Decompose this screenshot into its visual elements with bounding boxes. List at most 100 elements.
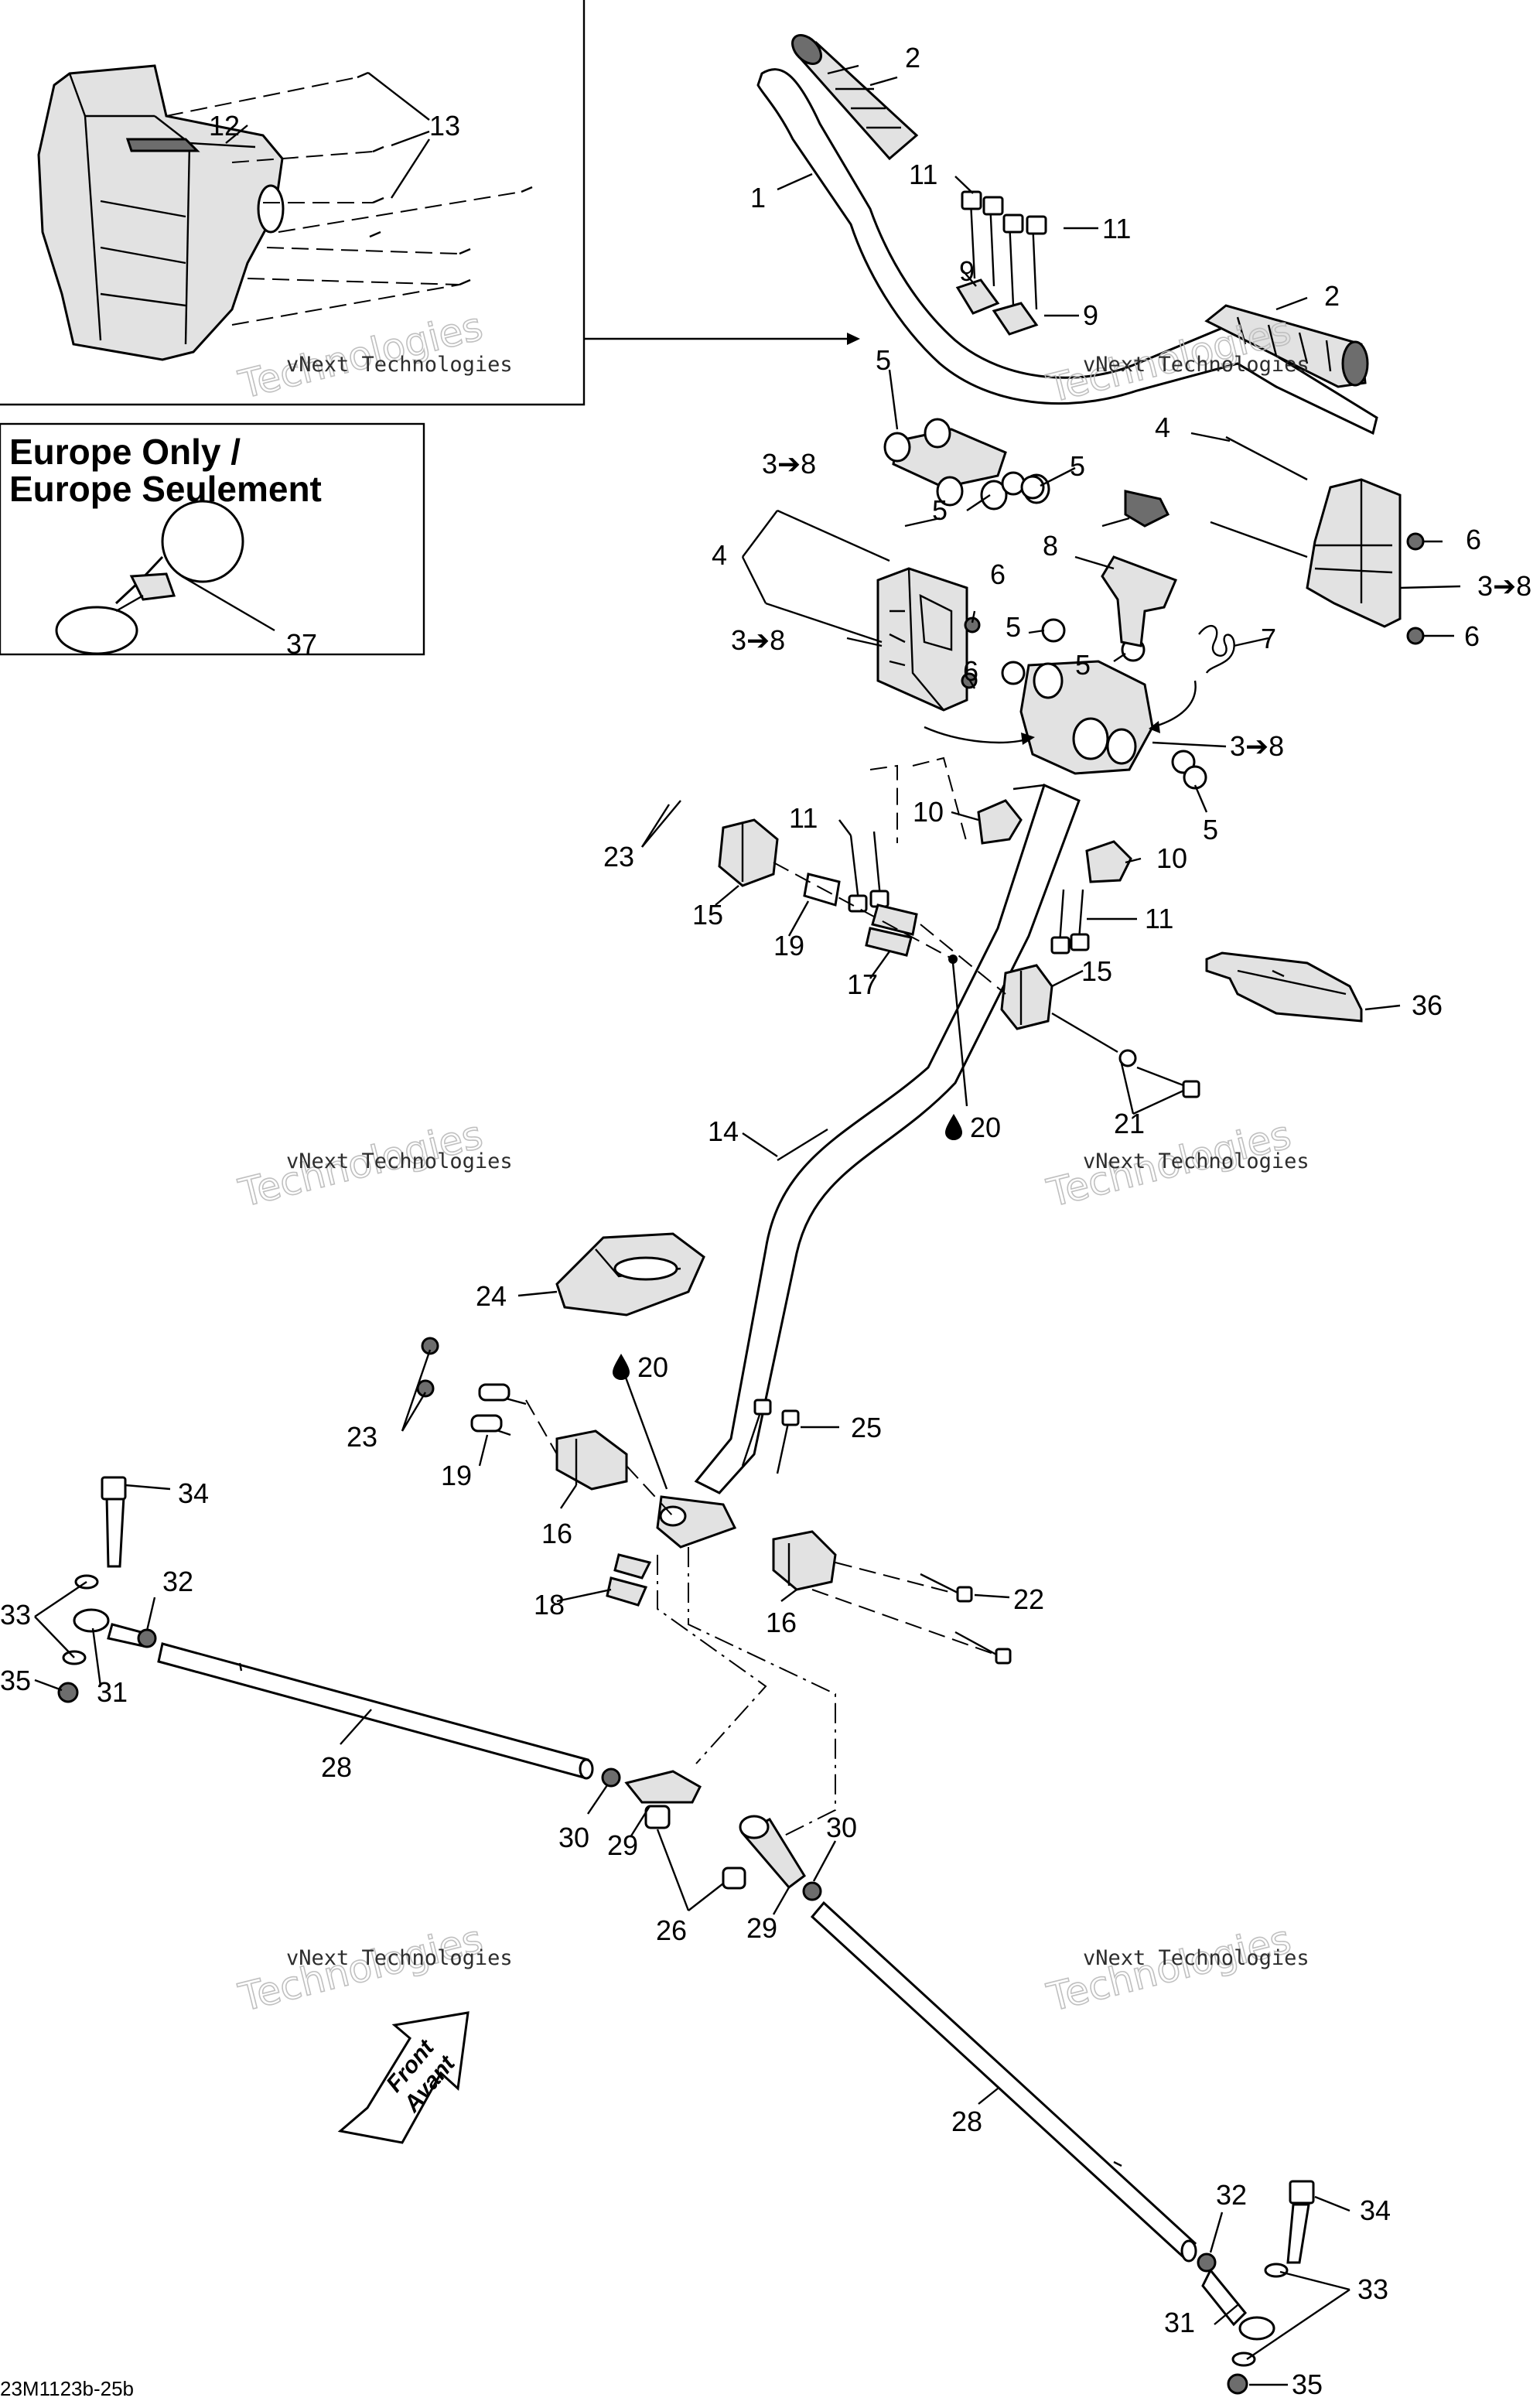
callout-23: 23 [603, 841, 634, 873]
upper-bushings [718, 818, 1200, 1098]
callout-1: 1 [750, 182, 766, 213]
callout-14: 14 [708, 1115, 739, 1147]
callout-5: 5 [1075, 649, 1091, 681]
front-direction-arrow [337, 2011, 470, 2144]
callout-9: 9 [959, 255, 975, 287]
callout-12: 12 [209, 110, 240, 142]
tie-rod-right [722, 1815, 1315, 2395]
callout-34: 34 [1360, 2194, 1391, 2226]
watermark-text: vNext Technologies [286, 1946, 513, 1970]
fairing-inset-box [0, 0, 860, 406]
callout-36: 36 [1412, 989, 1443, 1021]
watermark-text: vNext Technologies [1083, 1149, 1310, 1173]
europe-only-inset-box [0, 422, 425, 656]
callout-6: 6 [1466, 524, 1481, 555]
tie-rod-left [57, 1476, 702, 1829]
callout-8: 8 [1043, 530, 1058, 562]
callout-21: 21 [1114, 1108, 1145, 1139]
plate-36 [1205, 951, 1363, 1023]
callout-23: 23 [347, 1421, 377, 1453]
watermark-text: vNext Technologies [1083, 353, 1310, 377]
callout-32: 32 [162, 1566, 193, 1597]
callout-24: 24 [476, 1280, 507, 1312]
callout-29: 29 [607, 1829, 638, 1861]
inset-note-line2: Europe Seulement [9, 469, 322, 509]
callout-11: 11 [1102, 213, 1131, 244]
steering-column-14 [694, 783, 1081, 1494]
steering-head-block [924, 660, 1197, 775]
callout-35: 35 [0, 1665, 31, 1696]
watermark-text: vNext Technologies [286, 1149, 513, 1173]
callout-26: 26 [656, 1914, 687, 1946]
callout-5: 5 [1006, 611, 1021, 643]
callout-3-to-8: 3➔8 [762, 448, 816, 480]
callout-17: 17 [847, 968, 878, 1000]
callout-10: 10 [1156, 842, 1187, 874]
callout-5: 5 [876, 344, 891, 376]
handlebar-clamps-9 [955, 190, 1047, 336]
callout-18: 18 [534, 1589, 565, 1621]
callout-10: 10 [913, 796, 944, 828]
callout-25: 25 [851, 1412, 882, 1443]
watermark-text: vNext Technologies [286, 353, 513, 377]
lubricant-drop-icon [613, 1354, 630, 1380]
callout-labels: 1 2 2 11 11 9 9 12 13 5 5 5 5 5 5 3➔8 3➔… [0, 42, 1531, 2400]
callout-3-to-8: 3➔8 [1477, 570, 1531, 602]
callout-3-to-8: 3➔8 [731, 624, 785, 656]
handlebar-1 [756, 68, 1378, 435]
callout-30: 30 [826, 1812, 857, 1843]
callout-29: 29 [746, 1912, 777, 1944]
lubricant-drop-icon [945, 1114, 962, 1140]
callout-5: 5 [1203, 814, 1218, 845]
lower-column-mount [416, 1337, 1012, 1842]
callout-33: 33 [0, 1599, 31, 1631]
callout-5: 5 [932, 494, 948, 526]
right-riser-bracket [1210, 435, 1425, 645]
callout-15: 15 [692, 899, 723, 931]
callout-31: 31 [97, 1676, 128, 1708]
inset-note-line1: Europe Only / [9, 432, 241, 472]
callout-19: 19 [773, 930, 804, 961]
callout-11: 11 [1145, 903, 1173, 934]
callout-4: 4 [1155, 412, 1170, 443]
callout-31: 31 [1164, 2307, 1195, 2338]
callout-28: 28 [951, 2106, 982, 2137]
pivot-parts [1001, 471, 1235, 790]
callout-19: 19 [441, 1460, 472, 1491]
callout-4: 4 [712, 539, 727, 571]
watermarks: Technologies vNext Technologies Technolo… [234, 303, 1310, 2021]
callout-11: 11 [789, 802, 818, 834]
callout-20: 20 [970, 1112, 1001, 1143]
callout-7: 7 [1261, 623, 1276, 654]
cover-24 [555, 1232, 705, 1317]
upper-clamp-block [883, 418, 1050, 511]
screws-13 [357, 71, 533, 286]
grip-2-right [1204, 304, 1369, 388]
callout-3-to-8: 3➔8 [1230, 730, 1284, 762]
left-riser-bracket [765, 509, 981, 712]
callout-34: 34 [178, 1477, 209, 1509]
callout-35: 35 [1292, 2369, 1323, 2400]
callout-9: 9 [1083, 299, 1098, 331]
callout-16: 16 [766, 1607, 797, 1638]
reference-code: 23M1123b-25b [0, 2377, 134, 2400]
watermark-text: vNext Technologies [1083, 1946, 1310, 1970]
callout-2-right-grip: 2 [1324, 280, 1340, 312]
callout-11: 11 [909, 159, 937, 190]
leader-lines [34, 76, 1461, 2386]
callout-37: 37 [286, 628, 317, 660]
callout-6: 6 [963, 655, 978, 687]
callout-2-left-grip: 2 [905, 42, 920, 73]
callout-6: 6 [990, 558, 1006, 590]
lower-clamps-10 [848, 757, 1132, 955]
callout-5: 5 [1070, 450, 1085, 482]
callout-20: 20 [637, 1351, 668, 1383]
callout-32: 32 [1216, 2179, 1247, 2211]
grip-2-left [791, 34, 919, 161]
callout-28: 28 [321, 1751, 352, 1783]
callout-13: 13 [429, 110, 460, 142]
callout-16: 16 [541, 1518, 572, 1549]
callout-22: 22 [1013, 1583, 1044, 1615]
